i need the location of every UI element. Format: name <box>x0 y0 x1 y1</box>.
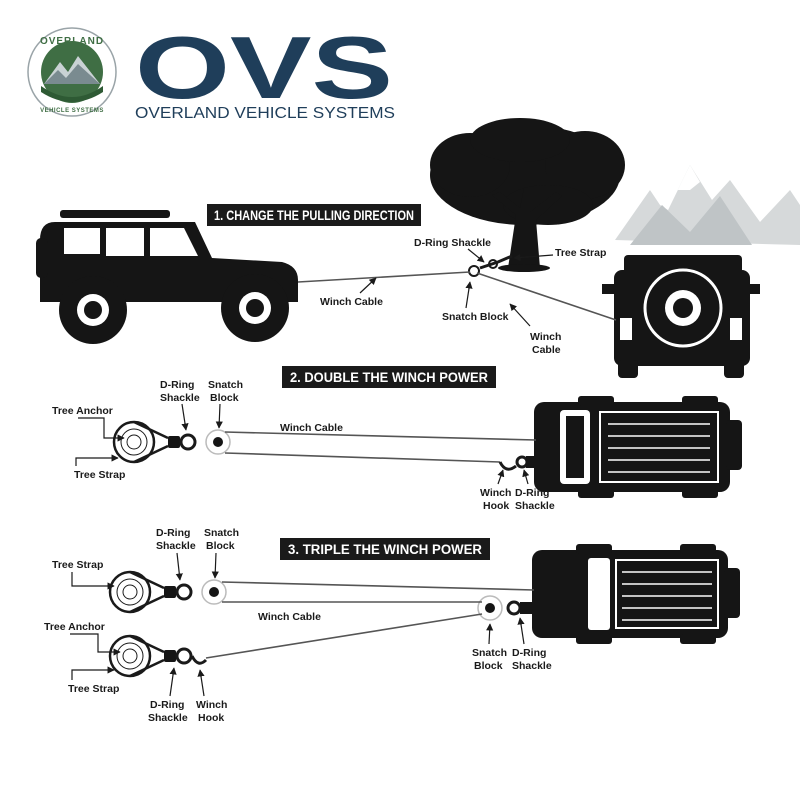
s3-label-winch-hook-1: Winch <box>196 699 227 711</box>
arrow-icon <box>513 253 554 262</box>
truck-top-icon <box>532 544 740 644</box>
overland-badge-icon: OVERLAND VEHICLE SYSTEMS <box>27 27 117 117</box>
arrow-icon <box>522 469 530 485</box>
s1-label-winch-cable-right-1: Winch <box>530 331 561 343</box>
s2-label-d-ring-shackle-bottom-1: D-Ring <box>515 487 549 499</box>
arrow-icon <box>71 666 115 680</box>
jeep-side-icon <box>36 210 298 344</box>
s3-cable-1 <box>221 581 535 591</box>
s3-label-d-ring-shackle-top-1: D-Ring <box>156 527 190 539</box>
badge-top-text: OVERLAND <box>40 36 104 47</box>
s3-label-tree-strap-bottom: Tree Strap <box>68 683 119 695</box>
shackle-icon <box>488 259 498 269</box>
arrow-icon <box>71 572 115 590</box>
arrow-icon <box>467 248 485 263</box>
s3-label-d-ring-shackle-right-2: Shackle <box>512 660 552 672</box>
s2-label-winch-hook-2: Hook <box>483 500 509 512</box>
s1-label-snatch-block: Snatch Block <box>442 311 509 323</box>
s3-label-tree-anchor: Tree Anchor <box>44 621 105 633</box>
section-1-header: 1. CHANGE THE PULLING DIRECTION <box>207 204 421 226</box>
s1-label-tree-strap: Tree Strap <box>555 247 606 259</box>
jeep-rear-icon <box>602 255 760 378</box>
s3-label-snatch-block-right-2: Block <box>474 660 503 672</box>
s3-label-d-ring-shackle-bottom-2: Shackle <box>148 712 188 724</box>
s1-label-winch-cable-right-2: Cable <box>532 344 561 356</box>
arrow-icon <box>169 667 177 697</box>
s2-label-snatch-block-top-1: Snatch <box>208 379 243 391</box>
s2-cable-bottom <box>224 452 501 463</box>
arrow-icon <box>486 623 494 645</box>
s1-winch-cable-left <box>297 271 471 283</box>
arrow-icon <box>175 552 183 581</box>
section-2-title: 2. DOUBLE THE WINCH POWER <box>290 370 488 385</box>
s2-label-d-ring-shackle-top-1: D-Ring <box>160 379 194 391</box>
tree-icon <box>430 118 625 272</box>
s1-label-winch-cable-left: Winch Cable <box>320 296 383 308</box>
arrow-icon <box>78 417 125 442</box>
s3-label-snatch-block-top-1: Snatch <box>204 527 239 539</box>
section-1-title: 1. CHANGE THE PULLING DIRECTION <box>214 208 414 223</box>
s2-label-snatch-block-top-2: Block <box>210 392 239 404</box>
section-3-header: 3. TRIPLE THE WINCH POWER <box>280 538 490 560</box>
arrow-icon <box>509 303 531 327</box>
arrow-icon <box>465 281 473 309</box>
s1-label-d-ring-shackle: D-Ring Shackle <box>414 237 491 249</box>
s2-cable-top <box>224 431 537 441</box>
winch-hook-icon <box>498 455 536 471</box>
s2-label-winch-hook-1: Winch <box>480 487 511 499</box>
arrow-icon <box>75 454 119 466</box>
brand-logo-text: OVS <box>135 18 393 117</box>
mountain-icon <box>615 165 800 245</box>
arrow-icon <box>359 277 377 294</box>
snatch-block-icon <box>477 595 503 621</box>
s3-label-snatch-block-top-2: Block <box>206 540 235 552</box>
shackle-icon <box>506 600 532 616</box>
tree-anchor-icon <box>108 634 165 678</box>
s3-label-d-ring-shackle-bottom-1: D-Ring <box>150 699 184 711</box>
section-2-header: 2. DOUBLE THE WINCH POWER <box>282 366 496 388</box>
s2-label-d-ring-shackle-top-2: Shackle <box>160 392 200 404</box>
brand-tagline: OVERLAND VEHICLE SYSTEMS <box>135 105 395 122</box>
snatch-block-icon <box>201 579 227 605</box>
badge-bottom-text: VEHICLE SYSTEMS <box>40 108 104 114</box>
s3-cable-3 <box>205 613 483 659</box>
tree-anchor-icon <box>112 420 169 464</box>
section-3-title: 3. TRIPLE THE WINCH POWER <box>288 542 482 557</box>
arrow-icon <box>197 669 205 697</box>
s3-label-tree-strap-top: Tree Strap <box>52 559 103 571</box>
s2-label-winch-cable: Winch Cable <box>280 422 343 434</box>
snatch-block-icon <box>468 265 480 277</box>
s3-label-snatch-block-right-1: Snatch <box>472 647 507 659</box>
snatch-block-icon <box>205 429 231 455</box>
s3-label-d-ring-shackle-right-1: D-Ring <box>512 647 546 659</box>
winch-hook-icon <box>190 655 208 665</box>
arrow-icon <box>517 617 525 645</box>
shackle-icon <box>168 433 197 451</box>
s2-label-tree-anchor: Tree Anchor <box>52 405 113 417</box>
s3-label-winch-cable: Winch Cable <box>258 611 321 623</box>
arrow-icon <box>497 469 505 485</box>
s1-winch-cable-right <box>476 272 617 321</box>
s3-label-d-ring-shackle-top-2: Shackle <box>156 540 196 552</box>
s2-label-tree-strap: Tree Strap <box>74 469 125 481</box>
s2-label-d-ring-shackle-bottom-2: Shackle <box>515 500 555 512</box>
s3-label-winch-hook-2: Hook <box>198 712 224 724</box>
tree-anchor-icon <box>108 570 165 614</box>
arrow-icon <box>215 403 223 429</box>
shackle-icon <box>164 583 193 601</box>
arrow-icon <box>70 633 121 656</box>
truck-top-icon <box>534 396 742 498</box>
shackle-icon <box>164 647 193 665</box>
arrow-icon <box>211 552 219 579</box>
s1-rigging <box>468 254 513 277</box>
arrow-icon <box>181 403 189 431</box>
